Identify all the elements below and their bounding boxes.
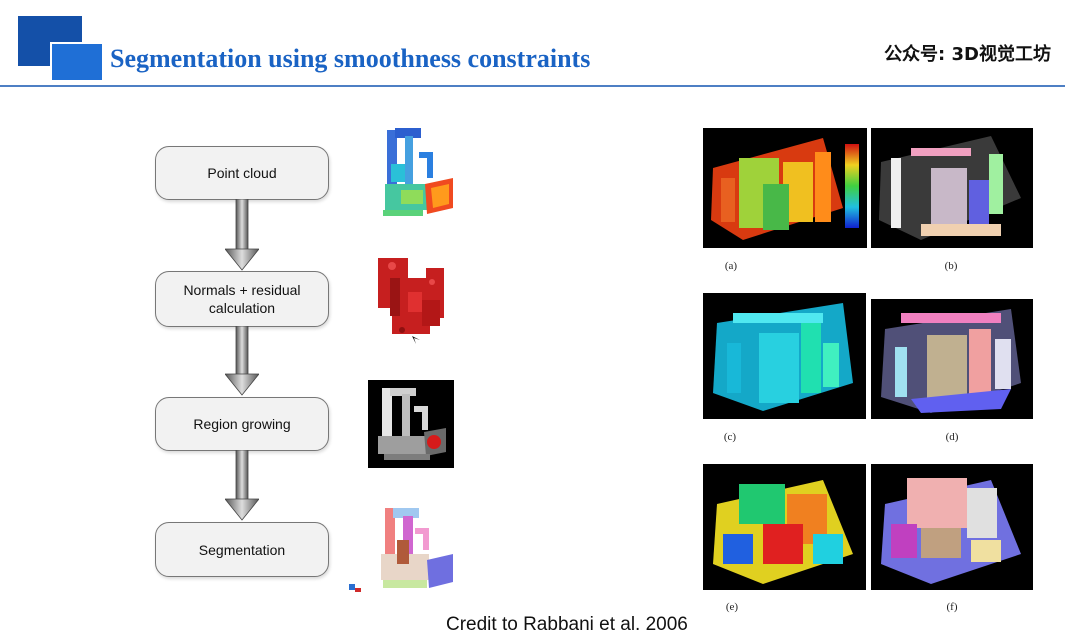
flow-step-label: Segmentation bbox=[198, 541, 286, 558]
flow-step-label: Point cloud bbox=[207, 165, 277, 181]
figure-a-image bbox=[703, 128, 867, 248]
figure-b-image bbox=[871, 128, 1033, 248]
region-growing-thumbnail bbox=[368, 380, 454, 468]
flow-arrow-down-icon bbox=[225, 450, 259, 521]
flow-step-point-cloud: Point cloud bbox=[155, 146, 329, 200]
flow-step-label: Region growing bbox=[193, 416, 291, 432]
flow-step-region-growing: Region growing bbox=[155, 397, 329, 451]
watermark-text: 公众号: 3D视觉工坊 bbox=[884, 44, 1051, 65]
flow-arrow-down-icon bbox=[225, 326, 259, 396]
flow-step-label: Normals + residual calculation bbox=[183, 282, 301, 316]
figure-caption: (f) bbox=[946, 601, 958, 613]
figure-e-image bbox=[703, 464, 866, 590]
slide-title: Segmentation using smoothness constraint… bbox=[110, 44, 591, 73]
figure-caption: (e) bbox=[725, 601, 739, 613]
figure-d-image bbox=[871, 299, 1033, 419]
flow-step-segmentation: Segmentation bbox=[155, 522, 329, 577]
figure-caption: (a) bbox=[724, 260, 738, 272]
figure-c-image bbox=[703, 293, 866, 419]
figure-caption: (b) bbox=[944, 260, 958, 272]
logo-block-light bbox=[50, 42, 102, 80]
header-divider bbox=[0, 85, 1065, 87]
flow-step-normals: Normals + residual calculation bbox=[155, 271, 329, 327]
figure-caption: (c) bbox=[723, 431, 737, 443]
flow-arrow-down-icon bbox=[225, 199, 259, 271]
normals-residual-thumbnail bbox=[378, 258, 444, 344]
credit-text: Credit to Rabbani et al. 2006 bbox=[446, 614, 688, 635]
segmentation-thumbnail bbox=[349, 508, 453, 592]
point-cloud-thumbnail bbox=[383, 128, 453, 216]
figure-f-image bbox=[871, 464, 1033, 590]
figure-caption: (d) bbox=[945, 431, 959, 443]
